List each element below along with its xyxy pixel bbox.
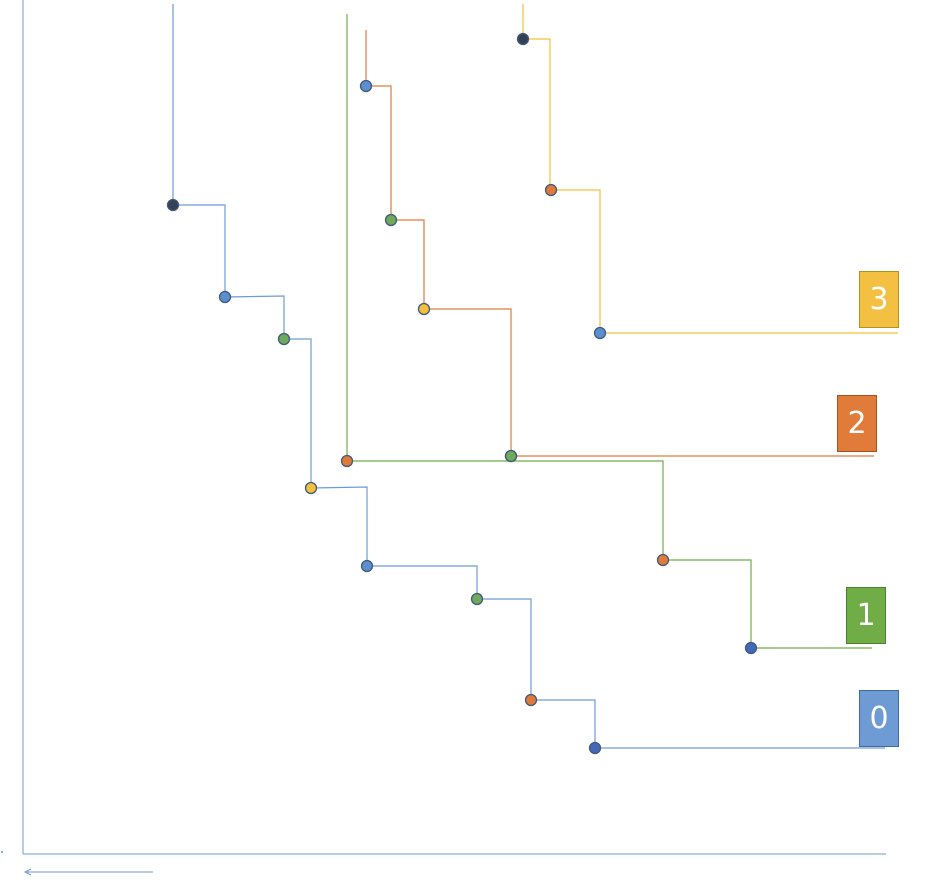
axis-marker — [1, 851, 3, 853]
series-3-node-1 — [544, 183, 558, 197]
series-1-node-0 — [340, 454, 354, 468]
label-box-0: 0 — [859, 690, 899, 747]
diagram-lines — [172, 4, 898, 749]
series-3-node-2 — [593, 326, 607, 340]
series-1-node-3 — [744, 641, 758, 655]
arrow-head-icon — [23, 868, 32, 876]
label-text-2: 2 — [847, 406, 867, 441]
series-0-node-7 — [588, 741, 602, 755]
label-text-0: 0 — [869, 701, 889, 736]
series-0-node-6 — [524, 693, 538, 707]
series-1-node-2 — [656, 553, 670, 567]
label-box-1: 1 — [846, 587, 886, 644]
series-0-node-2 — [277, 332, 291, 346]
series-0-node-5 — [470, 592, 484, 606]
series-1-line — [346, 14, 872, 649]
series-2-node-2 — [417, 302, 431, 316]
series-0-node-0 — [166, 198, 180, 212]
series-1-node-1 — [504, 449, 518, 463]
series-2-line — [365, 30, 874, 457]
diagram-axes — [1, 0, 886, 876]
label-box-3: 3 — [859, 271, 899, 328]
series-0-node-3 — [304, 481, 318, 495]
series-0-line — [172, 4, 885, 749]
series-0-node-1 — [218, 290, 232, 304]
label-box-2: 2 — [837, 395, 877, 452]
series-3-line — [522, 4, 898, 334]
series-3-node-0 — [516, 32, 530, 46]
diagram-nodes — [166, 32, 758, 755]
series-2-node-0 — [359, 79, 373, 93]
label-text-1: 1 — [856, 598, 876, 633]
series-0-node-4 — [360, 559, 374, 573]
label-text-3: 3 — [869, 282, 889, 317]
series-2-node-1 — [384, 213, 398, 227]
